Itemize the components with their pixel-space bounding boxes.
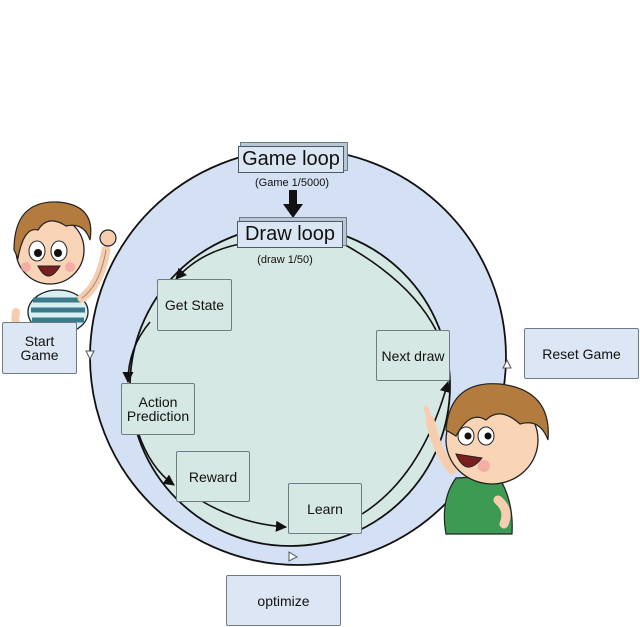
outer-direction-marker-left xyxy=(85,350,95,361)
draw-loop-title: Draw loop xyxy=(237,221,343,248)
draw-loop-counter: (draw 1/50) xyxy=(257,254,313,266)
reward-box[interactable]: Reward xyxy=(176,451,250,502)
learn-box[interactable]: Learn xyxy=(288,483,362,534)
flow-arrow-action-to-reward xyxy=(137,431,175,486)
game-loop-title: Game loop xyxy=(238,146,344,173)
cartoon-boy-pointing xyxy=(423,383,549,535)
get-state-box[interactable]: Get State xyxy=(157,279,232,331)
action-prediction-box[interactable]: Action Prediction xyxy=(121,383,195,435)
next-draw-box[interactable]: Next draw xyxy=(376,330,450,381)
flow-arrow-learn-to-nextdraw xyxy=(361,380,451,515)
start-game-box[interactable]: Start Game xyxy=(2,322,77,374)
game-loop-counter: (Game 1/5000) xyxy=(255,177,329,189)
cartoon-boy-waving xyxy=(11,201,117,335)
flow-arrow-nextdraw-to-drawloop xyxy=(339,241,437,331)
flow-arrow-reward-to-learn xyxy=(199,499,288,532)
flow-arrow-getstate-to-action xyxy=(122,321,151,384)
outer-direction-marker-right xyxy=(502,358,512,369)
optimize-box[interactable]: optimize xyxy=(226,575,341,626)
flow-arrow-draw-to-getstate xyxy=(175,243,241,280)
down-arrow-icon xyxy=(283,190,303,218)
outer-direction-marker-bottom xyxy=(288,551,299,562)
reset-game-box[interactable]: Reset Game xyxy=(524,328,639,379)
